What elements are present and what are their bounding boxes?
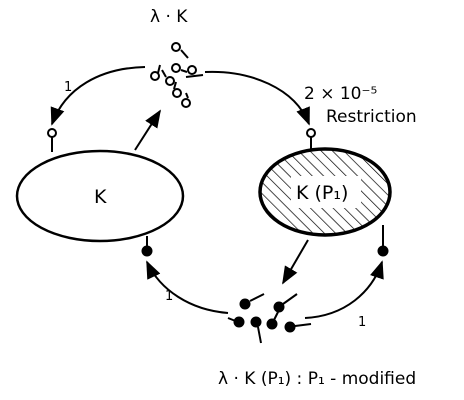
open-phage-3 (161, 69, 175, 86)
infection-arrow-bottom-right (304, 260, 384, 319)
infection-arrow-top-left (50, 66, 146, 126)
release-arrow-left-to-top (134, 109, 161, 151)
host-cell-k-label: K (94, 186, 107, 208)
open-phage-5 (185, 65, 204, 78)
bottom-phage-label: λ · K (P₁) : P₁ - modified (218, 369, 416, 389)
adsorbed-filled-phage-right (377, 225, 389, 257)
filled-phage-5 (266, 311, 279, 330)
filled-phage-2 (273, 293, 298, 313)
restriction-label: Restriction (326, 107, 417, 127)
open-phage-1 (171, 42, 189, 59)
top-phage-label: λ · K (150, 7, 188, 27)
rate-bottom-right: 1 (358, 315, 366, 330)
adsorbed-filled-phage-left (141, 236, 153, 257)
open-phage-4 (171, 63, 188, 73)
open-phage-7 (181, 92, 191, 108)
host-cell-kp1-label: K (P₁) (296, 182, 348, 204)
filled-phage-1 (239, 293, 265, 310)
filled-phage-3 (227, 316, 245, 328)
adsorbed-open-phage-right (306, 128, 316, 149)
rate-bottom-left: 1 (165, 289, 173, 304)
host-cell-kp1-label-bg (291, 176, 361, 208)
open-phage-2 (150, 64, 161, 81)
filled-phage-4 (250, 316, 262, 344)
infection-arrow-bottom-left (146, 260, 229, 314)
rate-top-left: 1 (64, 80, 72, 95)
adsorbed-open-phage-left (47, 128, 57, 152)
modified-phage-cluster (227, 293, 312, 344)
open-phage-6 (172, 81, 182, 98)
restriction-arrow (204, 70, 310, 126)
release-arrow-right-to-bottom (282, 239, 309, 285)
host-cell-k (15, 149, 185, 243)
unmodified-phage-cluster (150, 42, 204, 108)
restriction-rate: 2 × 10⁻⁵ (304, 84, 377, 104)
filled-phage-6 (284, 321, 312, 333)
